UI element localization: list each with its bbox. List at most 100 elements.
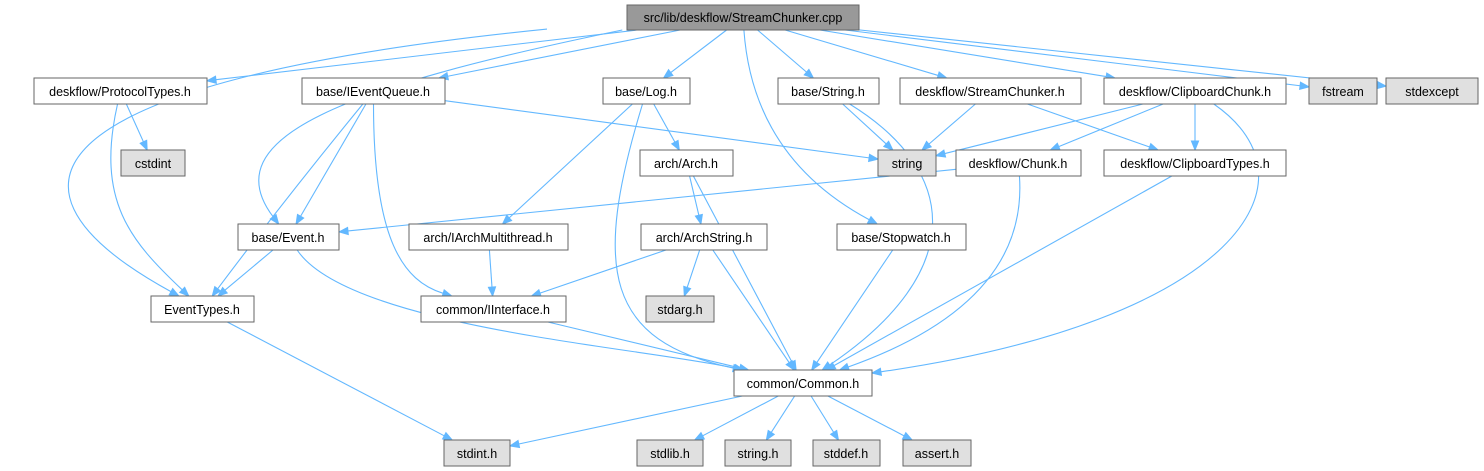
node-stddef[interactable]: stddef.h <box>812 439 881 467</box>
edge-log-to-iarchmultithread <box>501 103 633 225</box>
edge-common-to-stdlib <box>693 395 779 441</box>
node-archstring[interactable]: arch/ArchString.h <box>640 223 768 251</box>
edge-line <box>757 29 807 73</box>
edge-line <box>702 395 779 437</box>
node-string-h[interactable]: base/String.h <box>777 77 880 105</box>
arrowhead <box>693 431 706 441</box>
edge-iinterface-to-common <box>547 321 750 373</box>
edge-ieventqueue-to-eventtypes <box>211 103 364 298</box>
edge-line <box>258 29 623 218</box>
edge-line <box>1058 103 1164 148</box>
edge-line <box>518 395 743 445</box>
node-label: stddef.h <box>824 447 869 461</box>
node-label: deskflow/Chunk.h <box>969 157 1068 171</box>
edge-line <box>227 321 445 437</box>
node-stdlib[interactable]: stdlib.h <box>636 439 704 467</box>
node-clipboardchunk[interactable]: deskflow/ClipboardChunk.h <box>1103 77 1287 105</box>
edge-line <box>300 103 367 217</box>
node-fstream[interactable]: fstream <box>1308 77 1378 105</box>
node-label: fstream <box>1322 85 1364 99</box>
edge-log-to-arch <box>653 103 680 152</box>
node-box <box>955 149 1082 177</box>
arrowhead <box>530 288 542 298</box>
node-log[interactable]: base/Log.h <box>602 77 691 105</box>
edge-line <box>67 28 548 293</box>
node-box <box>1103 77 1287 105</box>
edge-line <box>810 395 835 433</box>
node-streamchunker-h[interactable]: deskflow/StreamChunker.h <box>899 77 1082 105</box>
node-eventtypes[interactable]: EventTypes.h <box>150 295 255 323</box>
node-arch[interactable]: arch/Arch.h <box>639 149 734 177</box>
edge-arch-to-archstring <box>689 175 703 226</box>
node-box <box>150 295 255 323</box>
edge-line <box>743 29 870 221</box>
node-label: arch/IArchMultithread.h <box>423 231 552 245</box>
edge-line <box>712 249 790 363</box>
arrowhead <box>683 285 692 298</box>
node-box <box>237 223 340 251</box>
node-ieventqueue[interactable]: base/IEventQueue.h <box>301 77 446 105</box>
arrowhead <box>868 153 880 163</box>
edge-line <box>372 103 444 294</box>
edge-line <box>827 395 905 437</box>
node-box <box>902 439 972 467</box>
node-label: stdexcept <box>1405 85 1459 99</box>
node-string[interactable]: string <box>877 149 937 177</box>
node-iinterface[interactable]: common/IInterface.h <box>420 295 567 323</box>
arrowhead <box>178 286 190 297</box>
node-string-c[interactable]: string.h <box>724 439 792 467</box>
node-label: deskflow/ProtocolTypes.h <box>49 85 191 99</box>
node-assert[interactable]: assert.h <box>902 439 972 467</box>
arrowhead <box>870 367 883 377</box>
node-box <box>724 439 792 467</box>
arrowhead <box>205 75 217 84</box>
node-common[interactable]: common/Common.h <box>733 369 873 397</box>
arrowhead <box>811 359 821 372</box>
node-clipboardtypes[interactable]: deskflow/ClipboardTypes.h <box>1103 149 1287 177</box>
node-box <box>1103 149 1287 177</box>
arrowhead <box>216 286 229 297</box>
edge-line <box>653 103 676 143</box>
arrowhead <box>866 215 879 225</box>
node-label: base/String.h <box>791 85 865 99</box>
edge-line <box>928 103 976 145</box>
node-box <box>626 4 860 31</box>
edge-archstring-to-common <box>712 249 795 372</box>
edge-line <box>692 175 793 363</box>
edge-line <box>614 103 734 369</box>
node-cstdint[interactable]: cstdint <box>120 149 186 177</box>
node-label: EventTypes.h <box>164 303 240 317</box>
node-protocol-types[interactable]: deskflow/ProtocolTypes.h <box>33 77 208 105</box>
node-root[interactable]: src/lib/deskflow/StreamChunker.cpp <box>626 4 860 31</box>
node-label: base/Stopwatch.h <box>851 231 950 245</box>
node-box <box>602 77 691 105</box>
node-box <box>836 223 967 251</box>
node-chunk[interactable]: deskflow/Chunk.h <box>955 149 1082 177</box>
edge-iarchmultithread-to-iinterface <box>487 249 497 298</box>
node-label: cstdint <box>135 157 172 171</box>
edge-root-to-clipboardchunk <box>819 29 1117 81</box>
edge-protocol_types-to-cstdint <box>125 103 148 152</box>
arrowhead <box>269 213 280 226</box>
node-event[interactable]: base/Event.h <box>237 223 340 251</box>
node-iarchmultithread[interactable]: arch/IArchMultithread.h <box>408 223 569 251</box>
edge-clipboardchunk-to-common <box>870 103 1260 377</box>
edge-streamchunker_h-to-clipboardtypes <box>1027 103 1160 151</box>
edge-line <box>944 103 1144 155</box>
node-stdexcept[interactable]: stdexcept <box>1385 77 1479 105</box>
node-stopwatch[interactable]: base/Stopwatch.h <box>836 223 967 251</box>
edge-root-to-protocol_types <box>205 29 638 84</box>
edge-line <box>447 29 681 77</box>
node-stdint[interactable]: stdint.h <box>443 439 511 467</box>
edge-line <box>844 29 1301 87</box>
node-box <box>443 439 511 467</box>
nodes-layer: src/lib/deskflow/StreamChunker.cpp deskf… <box>33 4 1479 467</box>
arrowhead <box>508 439 521 449</box>
edge-line <box>670 29 727 73</box>
node-stdarg[interactable]: stdarg.h <box>645 295 715 323</box>
node-box <box>420 295 567 323</box>
edge-line <box>816 249 894 363</box>
edges-layer <box>67 28 1388 449</box>
edge-event-to-eventtypes <box>216 249 274 297</box>
